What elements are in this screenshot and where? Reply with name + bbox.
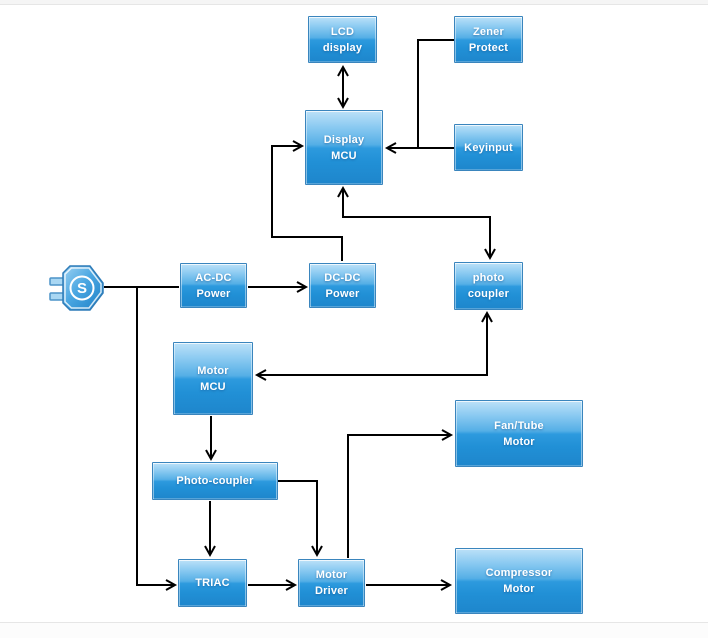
node-keyinput-label: Keyinput <box>464 141 513 154</box>
top-border-strip <box>0 0 708 5</box>
plug-circle <box>69 275 95 301</box>
connector-photocoupler-motormcu-bidirectional <box>254 310 493 381</box>
node-triac-label: TRIAC <box>195 577 230 589</box>
plug-letter: S <box>77 280 87 297</box>
bottom-divider-line <box>0 622 708 623</box>
node-lcd-display-label: LCD display <box>322 25 363 54</box>
node-display-mcu-label: Display MCU <box>323 133 365 162</box>
footer-area <box>0 623 708 638</box>
node-acdc-power-label: AC-DC Power <box>195 271 232 300</box>
connector-displaymcu-photocoupler-bidirectional <box>337 185 496 261</box>
node-photo-coupler: photo coupler <box>454 262 523 310</box>
node-fan-tube-motor: Fan/Tube Motor <box>455 400 583 467</box>
node-compressor-motor: Compressor Motor <box>455 548 583 614</box>
node-lcd-display: LCD display <box>308 16 377 63</box>
node-zener-protect-label: Zener Protect <box>468 25 509 54</box>
connector-photocoupler2-to-motordriver <box>278 480 323 558</box>
node-compressor-motor-label: Compressor Motor <box>485 567 553 595</box>
node-triac: TRIAC <box>178 559 247 607</box>
plug-body <box>62 265 104 311</box>
node-dcdc-power: DC-DC Power <box>309 263 376 308</box>
node-keyinput: Keyinput <box>454 124 523 171</box>
node-motor-driver-label: Motor Driver <box>315 569 348 597</box>
connector-zener-to-junction <box>417 39 454 148</box>
node-photo-coupler-2-label: Photo-coupler <box>176 475 254 487</box>
node-zener-protect: Zener Protect <box>454 16 523 63</box>
connector-motordriver-to-fanmotor <box>347 429 454 558</box>
node-motor-mcu: Motor MCU <box>173 342 253 415</box>
plug-body-inner-highlight <box>64 267 102 309</box>
node-motor-mcu-label: Motor MCU <box>197 364 229 393</box>
node-acdc-power: AC-DC Power <box>180 263 247 308</box>
node-display-mcu: Display MCU <box>305 110 383 185</box>
node-photo-coupler-2: Photo-coupler <box>152 462 278 500</box>
node-fan-tube-motor-label: Fan/Tube Motor <box>494 419 544 448</box>
node-dcdc-power-label: DC-DC Power <box>324 271 361 300</box>
node-motor-driver: Motor Driver <box>298 559 365 607</box>
power-plug-icon: S <box>49 265 104 311</box>
node-photo-coupler-label: photo coupler <box>467 272 510 300</box>
connector-mains-to-triac <box>136 287 178 591</box>
